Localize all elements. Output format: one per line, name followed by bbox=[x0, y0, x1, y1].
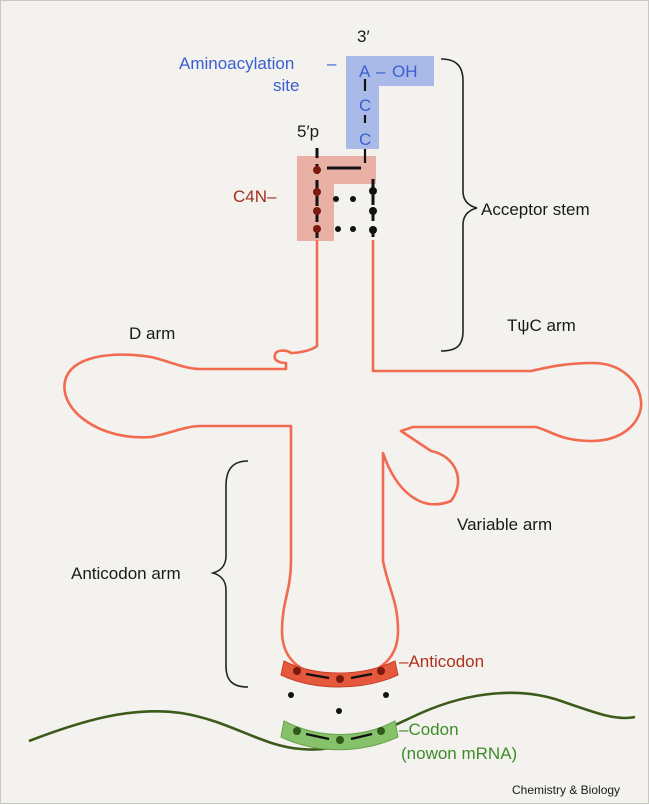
credit-label: Chemistry & Biology bbox=[512, 783, 620, 797]
aminoacylation-label-line2: site bbox=[273, 76, 299, 95]
c4n-label: C4N– bbox=[233, 187, 277, 206]
anticodon-arm-brace bbox=[213, 461, 248, 687]
anticodon-label: –Anticodon bbox=[399, 652, 484, 671]
base-dot bbox=[313, 166, 321, 174]
acceptor-dash: – bbox=[376, 62, 386, 81]
codon-dot bbox=[377, 727, 385, 735]
base-dot bbox=[369, 207, 377, 215]
codon-band bbox=[281, 721, 398, 750]
base-dot bbox=[313, 225, 321, 233]
pair-dot bbox=[350, 196, 356, 202]
pair-dot bbox=[333, 196, 339, 202]
codon-dot bbox=[336, 736, 344, 744]
variable-arm-label: Variable arm bbox=[457, 515, 552, 534]
pairing-dot bbox=[288, 692, 294, 698]
pair-dot bbox=[335, 226, 341, 232]
base-dot bbox=[313, 207, 321, 215]
codon-label: –Codon bbox=[399, 720, 459, 739]
anticodon-arm-label: Anticodon arm bbox=[71, 564, 181, 583]
acceptor-stem-brace bbox=[441, 59, 477, 351]
acceptor-base-c2: C bbox=[359, 130, 371, 149]
base-dot bbox=[369, 187, 377, 195]
codon-dot bbox=[293, 727, 301, 735]
pair-dot bbox=[350, 226, 356, 232]
anticodon-dot bbox=[336, 675, 344, 683]
anticodon-dot bbox=[293, 667, 301, 675]
d-arm-label: D arm bbox=[129, 324, 175, 343]
tpsic-arm-label: TψC arm bbox=[507, 316, 576, 335]
aminoacylation-dash: – bbox=[327, 54, 337, 73]
base-dot bbox=[369, 226, 377, 234]
anticodon-dot bbox=[377, 667, 385, 675]
trna-backbone bbox=[64, 241, 641, 677]
acceptor-stem-label: Acceptor stem bbox=[481, 200, 590, 219]
acceptor-oh: OH bbox=[392, 62, 418, 81]
pairing-dot bbox=[336, 708, 342, 714]
aminoacylation-label-line1: Aminoacylation bbox=[179, 54, 294, 73]
five-prime-label: 5′p bbox=[297, 122, 319, 141]
pairing-dot bbox=[383, 692, 389, 698]
three-prime-label: 3′ bbox=[357, 27, 370, 46]
acceptor-base-a: A bbox=[359, 62, 371, 81]
base-dot bbox=[313, 188, 321, 196]
codon-note-label: (nowon mRNA) bbox=[401, 744, 517, 763]
acceptor-base-c1: C bbox=[359, 96, 371, 115]
